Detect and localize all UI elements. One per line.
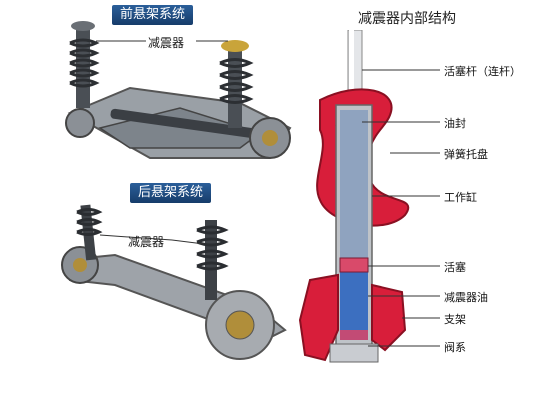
front-shock-label: 减震器 (148, 36, 185, 50)
part-label-working-cylinder: 工作缸 (444, 191, 477, 204)
rear-suspension-title: 后悬架系统 (130, 183, 212, 203)
part-label-spring-plate: 弹簧托盘 (444, 148, 488, 161)
rear-suspension-illustration (61, 204, 287, 360)
shock-cutaway-diagram (298, 30, 440, 363)
part-label-shock-oil: 减震器油 (444, 291, 488, 304)
part-label-valve-system: 阀系 (444, 341, 466, 354)
front-suspension-title: 前悬架系统 (112, 5, 194, 25)
front-suspension-illustration (65, 21, 292, 159)
part-label-piston-rod: 活塞杆（连杆） (444, 65, 521, 78)
diagram-title: 减震器内部结构 (358, 11, 456, 27)
part-label-piston: 活塞 (444, 261, 466, 274)
rear-shock-label: 减震器 (128, 235, 165, 249)
part-label-oil-seal: 油封 (444, 117, 466, 130)
part-label-bracket: 支架 (444, 313, 466, 326)
